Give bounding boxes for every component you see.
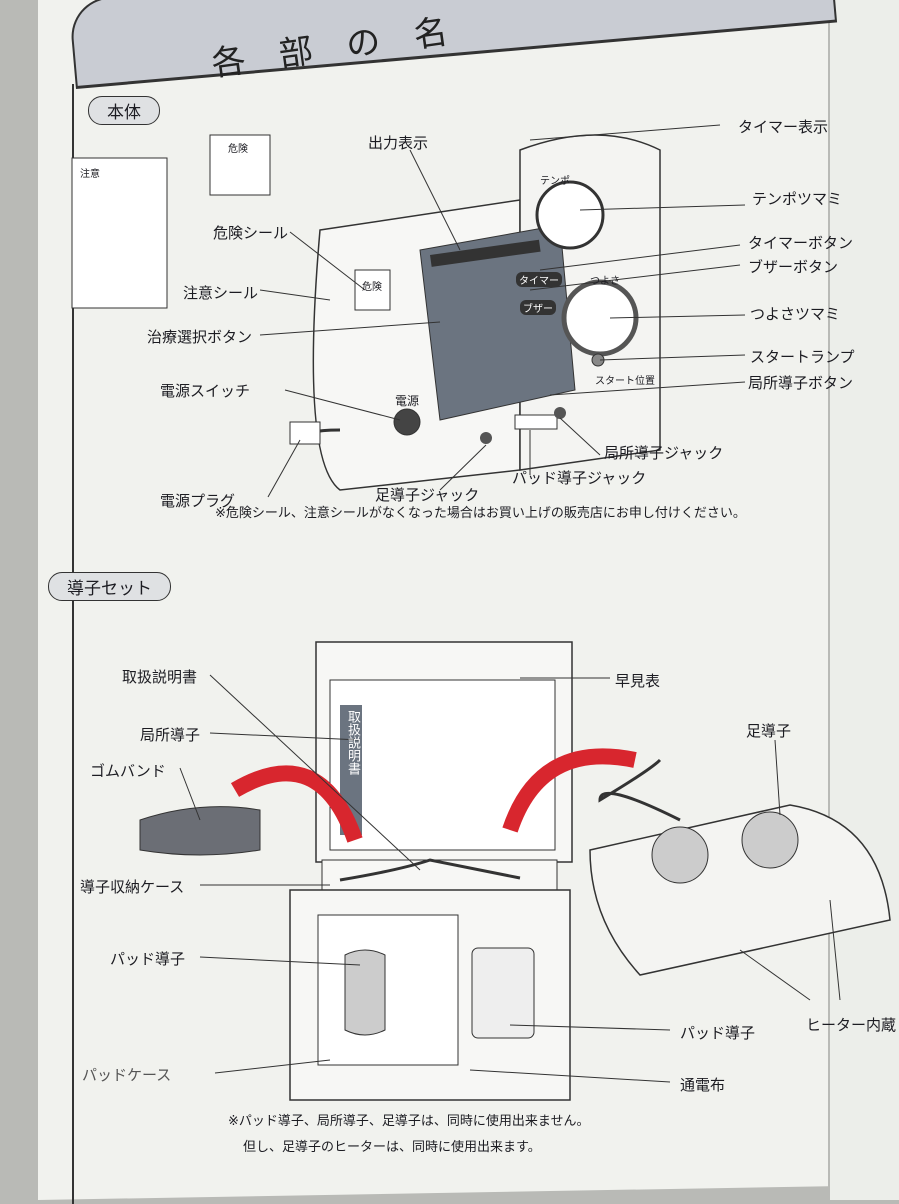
label-pad-electrode-1: パッド導子 (110, 950, 186, 968)
pad-electrode-drawing (344, 949, 386, 1036)
danger-seal (354, 269, 391, 311)
pad-case-drawing (317, 914, 459, 1066)
label-timer-button: タイマーボタン (748, 234, 854, 252)
label-local-jack: 局所導子ジャック (604, 444, 724, 462)
power-plug-drawing (289, 421, 321, 445)
label-buzzer-button: ブザーボタン (748, 258, 839, 276)
label-caution-seal: 注意シール (183, 284, 259, 302)
timer-button[interactable]: タイマー (516, 272, 562, 287)
main-note: ※危険シール、注意シールがなくなった場合はお買い上げの販売店にお申し付けください… (215, 506, 746, 521)
label-foot-electrode: 足導子 (746, 722, 792, 740)
label-pad-electrode-2: パッド導子 (680, 1024, 756, 1042)
tempo-text: テンポ (540, 176, 570, 187)
label-conductive-cloth: 通電布 (680, 1076, 726, 1094)
pad-jack (514, 414, 558, 430)
buzzer-button[interactable]: ブザー (520, 300, 556, 315)
foot-pad-left (651, 826, 709, 884)
label-pad-case: パッドケース (82, 1066, 172, 1084)
arrow-right (502, 748, 637, 833)
local-electrode-drawing (339, 858, 521, 882)
label-local-electrode: 局所導子 (140, 726, 201, 744)
pad-electrode-2-drawing (471, 947, 535, 1039)
danger-sticker-text: 危険 (228, 144, 248, 155)
caution-sticker-text: 注意 (80, 169, 100, 180)
output-display (430, 239, 541, 267)
label-pad-jack: パッド導子ジャック (512, 469, 647, 487)
foot-electrode-drawing (589, 804, 891, 976)
power-switch (393, 408, 421, 436)
manual-cover-text: 取扱説明書 (345, 710, 360, 775)
set-note-2: 但し、足導子のヒーターは、同時に使用出来ます。 (243, 1140, 541, 1155)
label-treatment-select: 治療選択ボタン (147, 328, 253, 346)
label-power-plug: 電源プラグ (160, 492, 236, 510)
foot-pad-right (741, 811, 799, 869)
danger-sticker-drawing (209, 134, 271, 196)
set-note-1: ※パッド導子、局所導子、足導子は、同時に使用出来ません。 (228, 1114, 590, 1129)
content-frame (72, 84, 846, 1204)
label-local-electrode-button: 局所導子ボタン (748, 374, 854, 392)
label-start-lamp: スタートランプ (750, 348, 855, 366)
power-text: 電源 (395, 394, 420, 408)
start-position-text: スタート位置 (595, 376, 655, 387)
section-electrode-set: 導子セット (48, 572, 171, 601)
rubber-band-drawing (139, 806, 261, 856)
label-foot-jack: 足導子ジャック (375, 486, 480, 504)
label-output-display: 出力表示 (368, 134, 429, 152)
label-tempo-knob: テンポツマミ (752, 190, 843, 208)
label-strength-knob: つよさツマミ (750, 305, 841, 323)
label-heater: ヒーター内蔵 (806, 1016, 897, 1034)
local-jack (554, 407, 566, 419)
label-rubber-band: ゴムバンド (90, 762, 166, 780)
quick-chart (329, 679, 556, 851)
label-manual: 取扱説明書 (122, 668, 198, 686)
foot-cord (598, 758, 681, 822)
label-power-switch: 電源スイッチ (160, 382, 251, 400)
tempo-knob (535, 180, 605, 250)
danger-seal-text: 危険 (362, 282, 382, 293)
label-storage-case: 導子収納ケース (80, 878, 185, 896)
caution-sticker-drawing (71, 157, 168, 309)
arrow-left (230, 765, 363, 843)
next-page-edge (830, 0, 899, 1200)
storage-case-drawing (321, 859, 558, 891)
foot-jack (480, 432, 492, 444)
strength-text: つよさ (590, 276, 620, 287)
section-main-unit: 本体 (88, 96, 160, 125)
label-quick-chart: 早見表 (615, 672, 661, 690)
label-timer-display: タイマー表示 (738, 118, 829, 136)
label-danger-seal: 危険シール (213, 224, 289, 242)
